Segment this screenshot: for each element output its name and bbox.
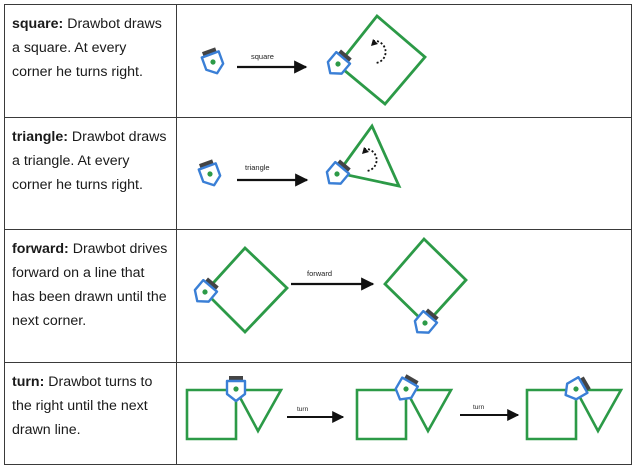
command-illustration-square: square	[176, 4, 632, 118]
command-text: Drawbot draws a triangle. At every corne…	[12, 129, 167, 193]
arrow-label: square	[251, 52, 274, 61]
rotate-right-dotted-icon	[363, 148, 378, 172]
rotate-right-dotted-icon	[372, 40, 387, 64]
command-description-triangle: triangle: Drawbot draws a triangle. At e…	[4, 117, 177, 230]
command-keyword: turn:	[12, 374, 45, 390]
command-illustration-forward: forward	[176, 229, 632, 363]
triangle-illustration: triangle	[195, 123, 402, 191]
command-text: Drawbot turns to the right until the nex…	[12, 374, 153, 438]
drawbot-commands-table: square: Drawbot draws a square. At every…	[4, 4, 632, 465]
square-shape	[336, 13, 427, 106]
arrow-label: triangle	[245, 163, 270, 172]
command-text: Drawbot draws a square. At every corner …	[12, 16, 162, 80]
table-row: triangle: Drawbot draws a triangle. At e…	[4, 117, 632, 230]
command-illustration-turn: turn turn	[176, 362, 632, 465]
command-keyword: forward:	[12, 241, 69, 257]
drawbot-robot-icon	[321, 157, 354, 191]
command-text: Drawbot drives forward on a line that ha…	[12, 241, 168, 329]
table-row: turn: Drawbot turns to the right until t…	[4, 362, 632, 465]
drawbot-robot-icon	[198, 45, 227, 78]
table-row: square: Drawbot draws a square. At every…	[4, 4, 632, 118]
square-shape	[383, 236, 468, 327]
drawbot-robot-icon	[559, 373, 593, 404]
command-keyword: triangle:	[12, 129, 68, 145]
square-shape	[355, 388, 408, 441]
forward-illustration: forward	[189, 236, 468, 340]
arrow-label: forward	[307, 269, 332, 278]
command-description-turn: turn: Drawbot turns to the right until t…	[4, 362, 177, 465]
drawbot-robot-icon	[225, 374, 247, 403]
square-illustration: square	[198, 13, 427, 106]
arrow-label: turn	[473, 404, 485, 411]
square-shape	[203, 245, 289, 335]
drawbot-robot-icon	[195, 157, 224, 190]
square-shape	[185, 388, 238, 441]
command-description-square: square: Drawbot draws a square. At every…	[4, 4, 177, 118]
rotate-arrow-head	[362, 147, 369, 154]
command-illustration-triangle: triangle	[176, 117, 632, 230]
triangle-shape	[573, 388, 624, 434]
arrow-label: turn	[297, 406, 309, 413]
command-keyword: square:	[12, 16, 64, 32]
triangle-shape	[335, 123, 402, 188]
command-description-forward: forward: Drawbot drives forward on a lin…	[4, 229, 177, 363]
turn-illustration: turn turn	[185, 372, 624, 441]
drawbot-robot-icon	[391, 372, 422, 406]
triangle-shape	[403, 388, 454, 434]
table-row: forward: Drawbot drives forward on a lin…	[4, 229, 632, 363]
square-shape	[525, 388, 578, 441]
rotate-arrow-head	[371, 39, 378, 46]
triangle-shape	[233, 388, 284, 434]
